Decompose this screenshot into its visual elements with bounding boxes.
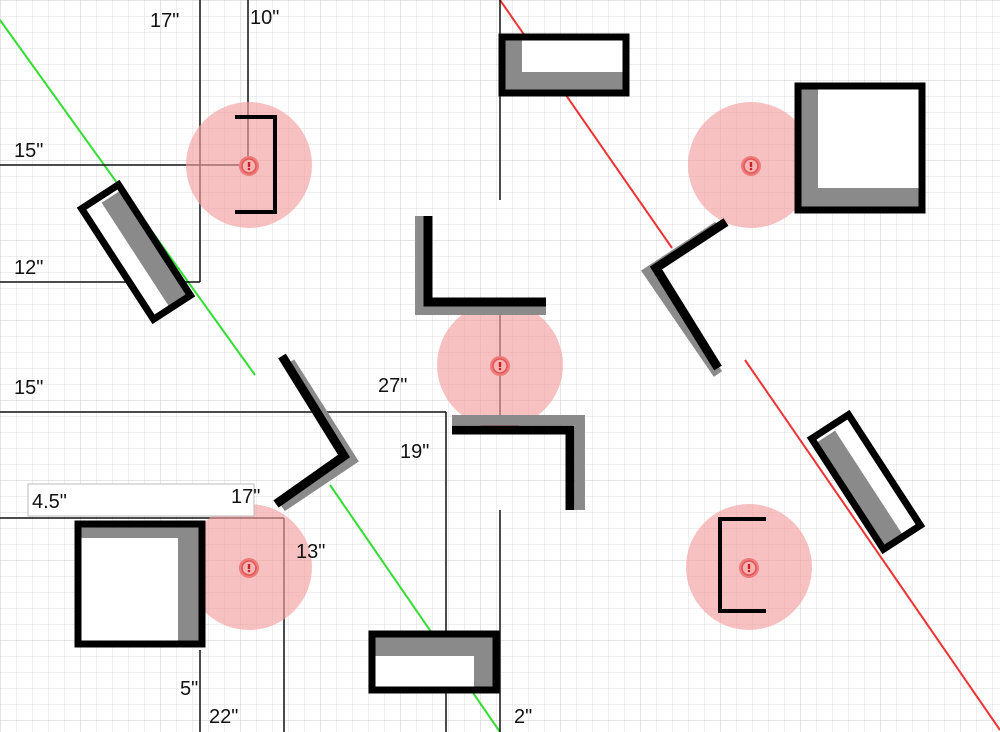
dimension-label: 5" bbox=[180, 678, 198, 700]
hazard-marker-4[interactable] bbox=[239, 558, 259, 578]
bracket-wall[interactable] bbox=[235, 115, 277, 214]
hazard-marker-5[interactable] bbox=[739, 558, 759, 578]
alert-icon bbox=[490, 356, 510, 376]
dimension-label: 17" bbox=[231, 486, 260, 508]
dimension-label: 15" bbox=[14, 140, 43, 162]
bracket-wall-right[interactable] bbox=[718, 517, 766, 613]
top-center-wall-panel[interactable] bbox=[498, 33, 630, 97]
tilted-wall-panel-right[interactable] bbox=[806, 409, 926, 555]
hazard-marker-2[interactable] bbox=[490, 356, 510, 376]
red-guide-line-lower bbox=[744, 359, 1000, 731]
dimension-label: 17" bbox=[150, 10, 179, 32]
dimension-label: 15" bbox=[14, 377, 43, 399]
alert-icon bbox=[741, 156, 761, 176]
hazard-zones bbox=[186, 102, 814, 630]
alert-icon bbox=[239, 156, 259, 176]
hazard-marker-1[interactable] bbox=[239, 156, 259, 176]
alert-icon bbox=[739, 558, 759, 578]
chevron-wall-right[interactable] bbox=[649, 218, 729, 371]
dimension-label: 13" bbox=[296, 541, 325, 563]
dimension-label: 27" bbox=[378, 375, 407, 397]
square-wall-bottom-left[interactable] bbox=[74, 520, 206, 648]
dimension-label: 10" bbox=[250, 7, 279, 29]
alert-icon bbox=[239, 558, 259, 578]
corner-wall-upper-shadow bbox=[415, 216, 546, 315]
square-wall-top-right[interactable] bbox=[794, 82, 926, 214]
corner-wall-lower-shadow bbox=[452, 415, 585, 510]
corner-wall-lower[interactable] bbox=[452, 425, 575, 510]
chevron-wall[interactable] bbox=[273, 353, 351, 508]
dimension-label-box bbox=[27, 483, 255, 517]
hazard-marker-3[interactable] bbox=[741, 156, 761, 176]
corner-wall-upper[interactable] bbox=[423, 216, 546, 307]
dimension-label: 4.5" bbox=[32, 491, 67, 513]
dimension-label: 19" bbox=[400, 441, 429, 463]
bottom-center-wall-panel[interactable] bbox=[368, 630, 500, 694]
dimension-label: 12" bbox=[14, 257, 43, 279]
dimension-label: 22" bbox=[209, 706, 238, 728]
tilted-wall-panel-left[interactable] bbox=[76, 179, 196, 325]
dimension-label: 2" bbox=[514, 706, 532, 728]
